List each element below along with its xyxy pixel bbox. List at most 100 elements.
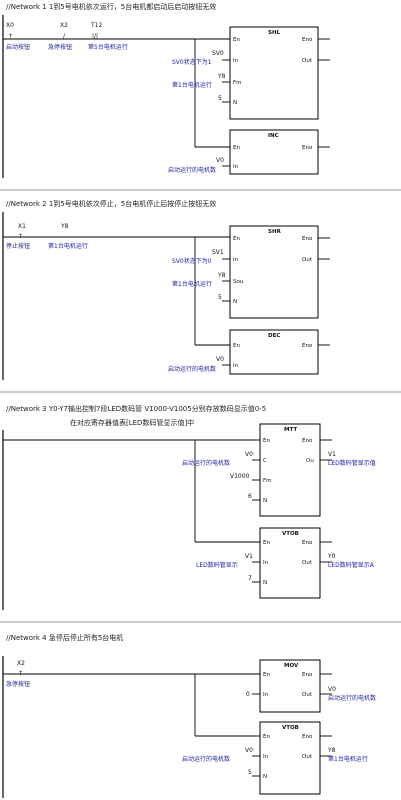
- svg-text:启动运行的电机数: 启动运行的电机数: [182, 755, 230, 763]
- svg-text:SV0状态下为0: SV0状态下为0: [172, 257, 212, 265]
- svg-text:N: N: [233, 299, 237, 305]
- svg-text:LED数码管显示: LED数码管显示: [196, 561, 238, 569]
- svg-text:Eno: Eno: [302, 37, 313, 43]
- svg-text:Eno: Eno: [302, 672, 313, 678]
- svg-text:In: In: [233, 257, 239, 263]
- network-1-comment: //Network 1 1到5号电机依次运行，5台电机都启动后启动按钮无效: [6, 2, 216, 11]
- svg-text:↑: ↑: [18, 233, 23, 240]
- svg-text:X1: X1: [18, 223, 26, 230]
- svg-text:6: 6: [248, 493, 252, 500]
- svg-text:MTT: MTT: [284, 427, 297, 433]
- svg-text:Out: Out: [302, 754, 313, 760]
- svg-text:V0: V0: [328, 686, 336, 693]
- vtob-block-2[interactable]: VTOB En In N Eno Out V0 启动运行的电机数 5 Y8 第1…: [182, 721, 368, 795]
- svg-text:5: 5: [248, 769, 252, 776]
- svg-text:V0: V0: [216, 157, 224, 164]
- svg-text:V0: V0: [216, 356, 224, 363]
- svg-text:SV0: SV0: [212, 50, 224, 57]
- svg-text:En: En: [263, 540, 270, 546]
- svg-text:SV1: SV1: [212, 249, 224, 256]
- svg-text:Eno: Eno: [302, 540, 313, 546]
- shr-block[interactable]: SHR En In Sou N Eno Out SV1 SV0状态下为0 Y8 …: [172, 225, 330, 319]
- svg-text:X2: X2: [17, 660, 25, 667]
- svg-text:VTOB: VTOB: [282, 531, 299, 537]
- svg-text:启动运行的电机数: 启动运行的电机数: [168, 166, 216, 174]
- contact-y8[interactable]: Y8 第1台电机运行: [48, 223, 88, 250]
- svg-text:V0: V0: [245, 451, 253, 458]
- svg-text:Out: Out: [302, 560, 313, 566]
- mov-block[interactable]: MOV En In Eno Out 0 V0 启动运行的电机数: [246, 659, 376, 713]
- svg-text:V1000: V1000: [230, 473, 250, 480]
- svg-text:5: 5: [218, 95, 222, 102]
- svg-text:急停按钮: 急停按钮: [48, 43, 72, 51]
- svg-text:X0: X0: [6, 22, 14, 29]
- svg-text:第1台电机运行: 第1台电机运行: [172, 280, 212, 288]
- svg-text:N: N: [263, 498, 267, 504]
- svg-text:SHR: SHR: [268, 229, 282, 235]
- network-2-comment: //Network 2 1到5号电机依次停止，5台电机停止后按停止按钮无效: [6, 199, 216, 208]
- svg-text:In: In: [233, 164, 239, 170]
- mtt-block[interactable]: MTT En C Fm N Eno Ou V0 启动运行的电机数 V1000 6…: [182, 423, 376, 517]
- svg-text:Sou: Sou: [233, 279, 243, 285]
- network-1: //Network 1 1到5号电机依次运行，5台电机都启动后启动按钮无效 X0…: [2, 2, 330, 178]
- inc-block[interactable]: INC En In Eno V0 启动运行的电机数: [168, 129, 330, 175]
- svg-text:SV0状态下为1: SV0状态下为1: [172, 58, 212, 66]
- svg-text:C: C: [263, 458, 267, 464]
- network-4: //Network 4 急停后停止所有5台电机 X2 ↑ 急停按钮 MOV En…: [2, 633, 376, 798]
- svg-text:第1台电机运行: 第1台电机运行: [48, 242, 88, 250]
- svg-text:En: En: [263, 734, 270, 740]
- svg-text:LED数码管显示A: LED数码管显示A: [328, 561, 375, 569]
- svg-text:启动按钮: 启动按钮: [6, 43, 30, 51]
- svg-text:Eno: Eno: [302, 438, 313, 444]
- svg-text:启动运行的电机数: 启动运行的电机数: [328, 694, 376, 702]
- svg-text:In: In: [263, 560, 269, 566]
- contact-x0[interactable]: X0 ↑ 启动按钮: [6, 22, 30, 51]
- network-4-comment: //Network 4 急停后停止所有5台电机: [6, 633, 123, 642]
- svg-text:/: /: [63, 33, 66, 40]
- svg-text:In: In: [233, 363, 239, 369]
- contact-x2-estop[interactable]: X2 ↑ 急停按钮: [6, 660, 30, 688]
- svg-text:Y0: Y0: [327, 553, 336, 560]
- svg-text:↑: ↑: [8, 33, 13, 40]
- contact-x2[interactable]: X2 / 急停按钮: [48, 22, 72, 51]
- network-3-comment-2: 在对应寄存器值表[LED数码管显示值]中: [70, 418, 194, 427]
- svg-text:V1: V1: [328, 451, 336, 458]
- svg-text:Out: Out: [302, 257, 313, 263]
- svg-text:En: En: [263, 438, 270, 444]
- svg-text:第5台电机运行: 第5台电机运行: [88, 43, 128, 51]
- network-3: //Network 3 Y0-Y7输出控制7段LED数码管 V1000-V100…: [2, 404, 376, 610]
- network-2: //Network 2 1到5号电机依次停止，5台电机停止后按停止按钮无效 X1…: [2, 199, 330, 380]
- svg-text:N: N: [263, 580, 267, 586]
- svg-text:SHL: SHL: [268, 30, 281, 36]
- svg-text:Eno: Eno: [302, 343, 313, 349]
- svg-text:Out: Out: [302, 58, 313, 64]
- svg-text:INC: INC: [268, 133, 279, 139]
- svg-text:Y8: Y8: [327, 747, 336, 754]
- svg-text:第1台电机运行: 第1台电机运行: [328, 755, 368, 763]
- svg-text:Y8: Y8: [60, 223, 69, 230]
- svg-text:5: 5: [218, 294, 222, 301]
- svg-text:Eno: Eno: [302, 734, 313, 740]
- svg-text:↑: ↑: [18, 670, 23, 677]
- network-3-comment: //Network 3 Y0-Y7输出控制7段LED数码管 V1000-V100…: [6, 404, 266, 413]
- svg-text:T12: T12: [90, 22, 102, 29]
- svg-text:V0: V0: [245, 747, 253, 754]
- svg-text:启动运行的电机数: 启动运行的电机数: [182, 459, 230, 467]
- svg-text:MOV: MOV: [284, 663, 299, 669]
- contact-t12[interactable]: T12 |/| 第5台电机运行: [88, 22, 128, 51]
- svg-text:En: En: [233, 236, 240, 242]
- dec-block[interactable]: DEC En In Eno V0 启动运行的电机数: [168, 329, 330, 375]
- svg-text:Y8: Y8: [217, 73, 226, 80]
- svg-text:DEC: DEC: [268, 333, 280, 339]
- contact-x1[interactable]: X1 ↑ 停止按钮: [6, 223, 30, 250]
- svg-text:7: 7: [248, 575, 252, 582]
- svg-text:X2: X2: [60, 22, 68, 29]
- svg-text:Out: Out: [302, 692, 313, 698]
- svg-text:Fm: Fm: [263, 478, 272, 484]
- shl-block[interactable]: SHL En In Fm N Eno Out SV0 SV0状态下为1 Y8 第…: [172, 26, 330, 120]
- svg-text:急停按钮: 急停按钮: [6, 680, 30, 688]
- svg-text:Eno: Eno: [302, 236, 313, 242]
- svg-text:启动运行的电机数: 启动运行的电机数: [168, 365, 216, 373]
- vtob-block-1[interactable]: VTOB En In N Eno Out V1 LED数码管显示 7 Y0 LE…: [196, 527, 375, 599]
- svg-text:停止按钮: 停止按钮: [6, 242, 30, 250]
